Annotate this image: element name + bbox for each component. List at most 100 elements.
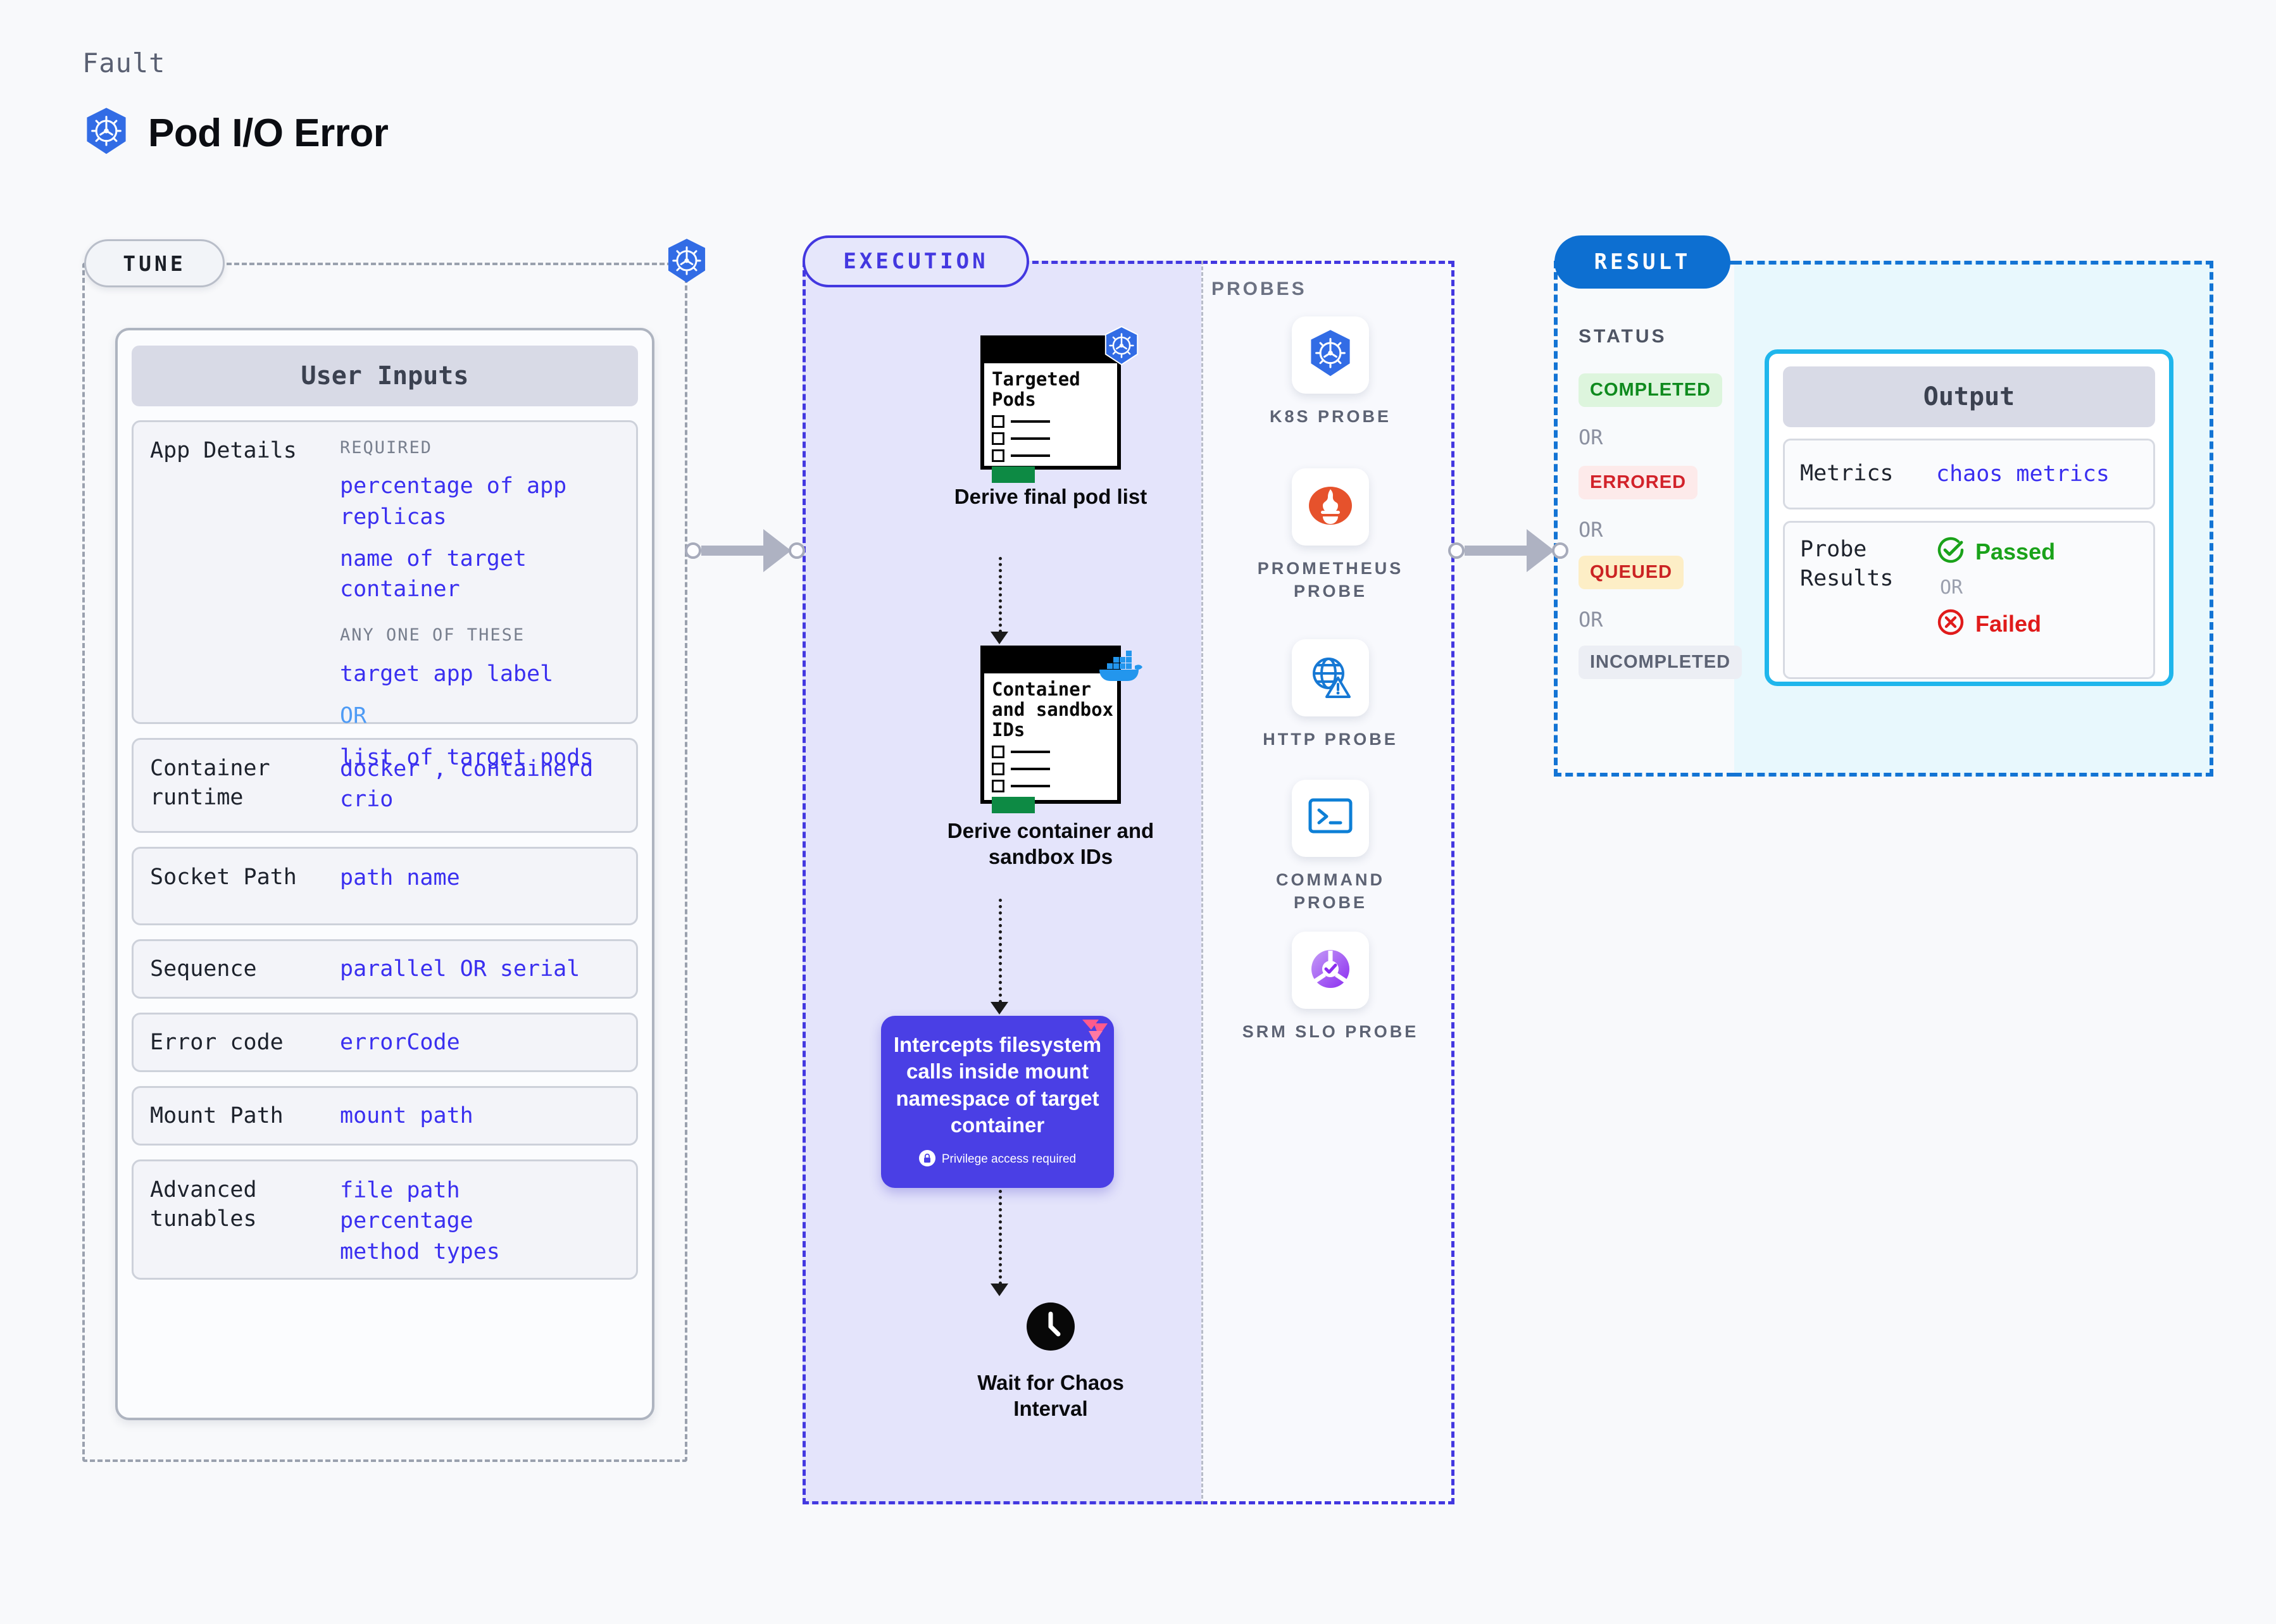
tune-value-or: OR bbox=[340, 703, 367, 728]
output-row-values: Passed OR Failed bbox=[1936, 535, 2138, 665]
flow-connector bbox=[999, 557, 1002, 633]
check-circle-icon bbox=[1936, 535, 1965, 568]
tune-row-sequence: Sequence parallel OR serial bbox=[132, 939, 638, 999]
container-ids-document: Container and sandbox IDs bbox=[980, 646, 1142, 813]
page-title: Pod I/O Error bbox=[148, 111, 389, 155]
status-badge-incompleted: INCOMPLETED bbox=[1579, 646, 1742, 679]
tune-row-error-code: Error code errorCode bbox=[132, 1013, 638, 1072]
probe-result-passed: Passed bbox=[1936, 535, 2138, 568]
execution-section-label: EXECUTION bbox=[803, 235, 1029, 287]
tune-row-values: file path percentage method types bbox=[340, 1175, 620, 1265]
checkbox-icon bbox=[992, 745, 1004, 758]
checkbox-icon bbox=[992, 449, 1004, 462]
probe-item-command[interactable]: COMMAND PROBE bbox=[1242, 780, 1419, 915]
action-box-text: Intercepts filesystem calls inside mount… bbox=[893, 1033, 1102, 1137]
probe-tile[interactable] bbox=[1292, 780, 1369, 857]
terminal-icon bbox=[1306, 796, 1354, 841]
node-caption: Wait for Chaos Interval bbox=[977, 1371, 1124, 1421]
probe-name: COMMAND PROBE bbox=[1276, 870, 1385, 913]
probe-item-srm-slo[interactable]: SRM SLO PROBE bbox=[1242, 932, 1419, 1043]
passed-label: Passed bbox=[1975, 538, 2056, 565]
tune-row-mount-path: Mount Path mount path bbox=[132, 1086, 638, 1146]
status-section-frame bbox=[1554, 261, 1734, 777]
tune-row-label: Error code bbox=[150, 1029, 284, 1055]
document-title: Targeted Pods bbox=[992, 368, 1080, 410]
tune-value: name of target container bbox=[340, 546, 527, 603]
kubernetes-icon bbox=[82, 106, 130, 160]
http-globe-icon bbox=[1306, 653, 1354, 704]
document-lines bbox=[984, 410, 1117, 462]
tune-row-app-details: App Details REQUIRED percentage of app r… bbox=[132, 420, 638, 770]
kubernetes-icon bbox=[664, 237, 710, 289]
output-row-label: Metrics bbox=[1800, 461, 1894, 487]
status-separator: OR bbox=[1579, 518, 1603, 542]
tune-row-label: Advanced tunables bbox=[150, 1177, 257, 1232]
tune-section-label: TUNE bbox=[84, 239, 225, 287]
probe-result-separator: OR bbox=[1940, 577, 1963, 599]
kubernetes-icon bbox=[1306, 328, 1354, 382]
tune-row-values: mount path bbox=[340, 1101, 620, 1131]
tune-value: mount path bbox=[340, 1102, 473, 1128]
tune-value: parallel OR serial bbox=[340, 956, 580, 982]
probe-tile[interactable] bbox=[1292, 932, 1369, 1009]
probe-item-http[interactable]: HTTP PROBE bbox=[1242, 639, 1419, 751]
tune-row-label: Sequence bbox=[150, 956, 257, 982]
tune-row-label: App Details bbox=[150, 438, 297, 463]
connector-endpoint bbox=[1552, 542, 1568, 559]
probe-name: SRM SLO PROBE bbox=[1242, 1022, 1419, 1041]
litmus-icon bbox=[1080, 1017, 1110, 1048]
connector-endpoint bbox=[789, 542, 805, 559]
checkbox-icon bbox=[992, 415, 1004, 428]
status-label: STATUS bbox=[1579, 326, 1667, 347]
clock-icon bbox=[1025, 1302, 1077, 1355]
metrics-value: chaos metrics bbox=[1936, 461, 2110, 487]
probes-divider bbox=[1201, 261, 1203, 1504]
flow-arrowhead bbox=[991, 1002, 1008, 1015]
status-badge-errored: ERRORED bbox=[1579, 466, 1698, 499]
probe-name: K8S PROBE bbox=[1269, 407, 1392, 426]
lock-icon bbox=[918, 1149, 935, 1170]
checkbox-icon bbox=[992, 432, 1004, 445]
checkbox-icon bbox=[992, 762, 1004, 775]
kubernetes-icon bbox=[1102, 325, 1141, 370]
required-kicker: REQUIRED bbox=[340, 438, 433, 458]
flow-connector bbox=[999, 899, 1002, 1003]
execution-node-targeted-pods: Targeted Pods bbox=[918, 325, 1184, 509]
tune-row-values: REQUIRED percentage of app replicas name… bbox=[340, 436, 620, 770]
anyone-kicker: ANY ONE OF THESE bbox=[340, 625, 525, 646]
probes-section-frame bbox=[1201, 261, 1454, 1504]
connector-probes-to-result bbox=[1448, 529, 1568, 572]
tune-section-frame bbox=[82, 263, 687, 1462]
tune-row-values: parallel OR serial bbox=[340, 954, 620, 984]
privilege-note: Privilege access required bbox=[918, 1149, 1076, 1170]
output-row-probe-results: Probe Results Passed OR bbox=[1783, 521, 2155, 679]
checkbox-icon bbox=[992, 779, 1004, 792]
user-inputs-card: User Inputs App Details REQUIRED percent… bbox=[115, 328, 654, 1420]
result-section-label: RESULT bbox=[1554, 235, 1730, 289]
probe-tile[interactable] bbox=[1292, 316, 1369, 394]
docker-icon bbox=[1096, 647, 1145, 688]
x-circle-icon bbox=[1936, 608, 1965, 640]
node-caption: Derive container and sandbox IDs bbox=[947, 819, 1154, 869]
tune-value: target app label bbox=[340, 661, 554, 687]
probe-item-prometheus[interactable]: PROMETHEUS PROBE bbox=[1242, 468, 1419, 603]
tune-row-values: path name bbox=[340, 863, 620, 909]
tune-value: errorCode bbox=[340, 1029, 460, 1055]
connector-endpoint bbox=[1448, 542, 1465, 559]
document-lines bbox=[984, 740, 1117, 792]
probe-tile[interactable] bbox=[1292, 468, 1369, 546]
tune-value: list of target pods bbox=[340, 745, 594, 771]
srm-slo-icon bbox=[1306, 944, 1355, 997]
flow-arrowhead bbox=[991, 632, 1008, 644]
user-inputs-header: User Inputs bbox=[132, 346, 638, 406]
connector-endpoint bbox=[685, 542, 701, 559]
document-progress-bar bbox=[992, 796, 1035, 813]
probe-tile[interactable] bbox=[1292, 639, 1369, 716]
probes-label: PROBES bbox=[1211, 278, 1307, 299]
status-separator: OR bbox=[1579, 608, 1603, 632]
probe-item-k8s[interactable]: K8S PROBE bbox=[1242, 316, 1419, 428]
probe-name: PROMETHEUS PROBE bbox=[1257, 559, 1404, 601]
execution-action-box: Intercepts filesystem calls inside mount… bbox=[881, 1016, 1114, 1188]
failed-label: Failed bbox=[1975, 610, 2042, 637]
status-badge-queued: QUEUED bbox=[1579, 556, 1684, 589]
